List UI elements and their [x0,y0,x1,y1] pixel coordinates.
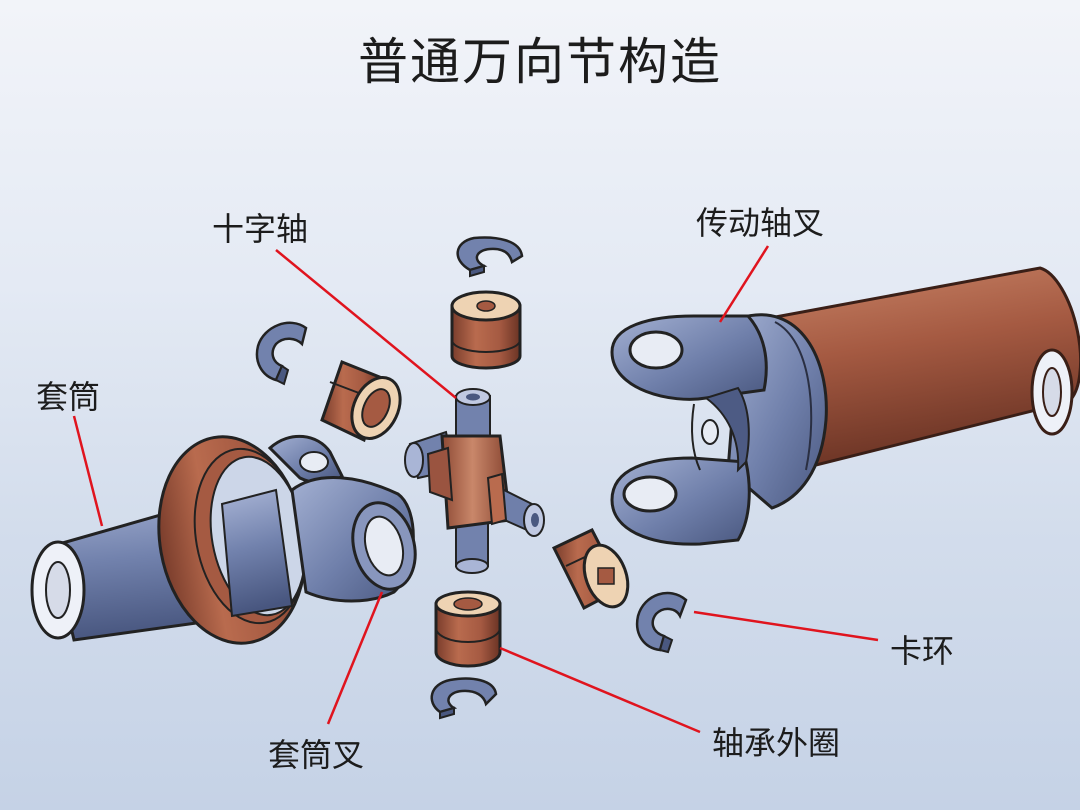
sleeve-yoke [267,434,417,603]
diagram-title: 普通万向节构造 [358,33,722,91]
label-cross-shaft: 十字轴 [212,210,309,248]
bearing-cup-top [450,290,522,370]
drive-shaft-yoke [610,313,828,546]
bearing-cup-right [551,528,630,611]
leader-line-snap-ring [693,610,879,642]
leader-line-sleeve [72,415,104,527]
leader-line-sleeve-yoke [326,591,384,725]
drive-shaft [768,266,1080,472]
snap-ring-top [456,236,524,278]
cross-shaft [404,388,545,574]
leader-line-bearing-cup [499,646,701,734]
snap-ring-left [255,321,308,386]
bearing-cup-left [320,360,402,443]
leader-lines [72,245,879,734]
label-bearing-cup: 轴承外圈 [712,724,841,762]
sleeve [30,435,307,645]
label-drive-shaft-yoke: 传动轴叉 [696,204,825,242]
leader-line-cross-shaft [275,249,457,399]
bearing-cup-bottom [434,590,502,668]
label-snap-ring: 卡环 [890,632,955,670]
label-sleeve: 套筒 [36,378,101,416]
label-sleeve-yoke: 套筒叉 [268,736,365,774]
snap-ring-right [635,591,688,654]
snap-ring-bottom [430,677,498,720]
leader-line-drive-yoke [718,245,770,323]
